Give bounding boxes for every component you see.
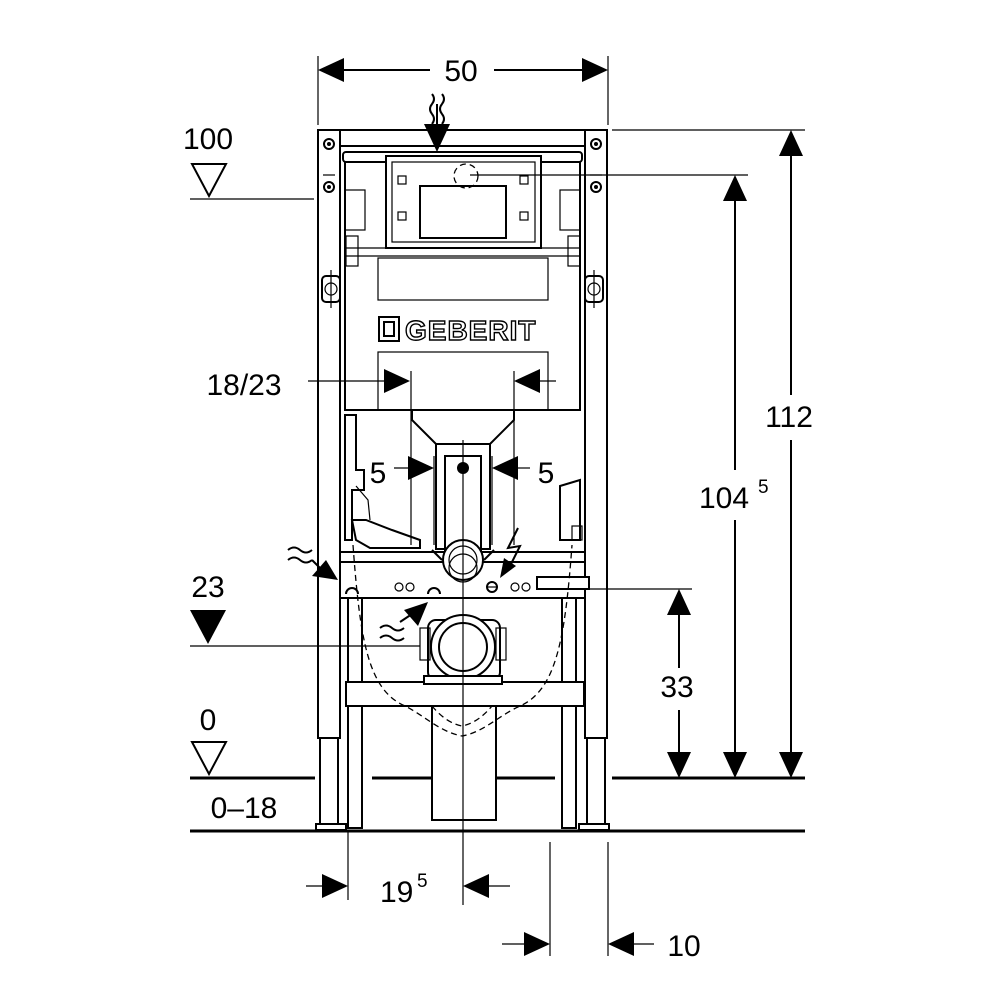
offset-left-label: 5	[370, 457, 387, 490]
geberit-logo: GEBERIT	[378, 314, 536, 347]
tank-height-sup: 5	[758, 477, 769, 498]
level-mid-label: 23	[191, 571, 224, 604]
level-top-label: 100	[183, 123, 233, 156]
floor-range: 0–18	[211, 792, 278, 825]
floor-range-label: 0–18	[211, 792, 278, 825]
dimension-pipe-width: 18/23	[206, 369, 556, 545]
pipe-width-label: 18/23	[206, 369, 281, 402]
level-marker-100: 100	[183, 123, 314, 200]
dimension-frame-width: 50	[317, 55, 609, 125]
waste-height-label: 33	[660, 671, 693, 704]
level-marker-icon	[190, 163, 228, 199]
offset-right-label: 5	[538, 457, 555, 490]
level-floor-label: 0	[200, 704, 217, 737]
dimension-tank-height: 104 5	[470, 174, 769, 778]
frame-width-label: 50	[444, 55, 477, 88]
water-supply-icon	[424, 93, 450, 152]
foot-label: 10	[667, 930, 700, 963]
level-marker-0: 0	[190, 704, 228, 777]
water-inlet-icon-left	[287, 546, 338, 580]
logo-text: GEBERIT	[405, 315, 536, 346]
dimension-total-height: 112	[612, 129, 813, 778]
floor-lines	[190, 776, 805, 833]
level-marker-icon	[190, 741, 228, 777]
frame-posts	[315, 129, 610, 831]
dimension-offsets: 5 5	[370, 440, 555, 905]
tank-height-label: 104	[699, 482, 749, 515]
depth-label: 19	[380, 876, 413, 909]
total-height-label: 112	[765, 401, 813, 434]
electrical-icon	[500, 527, 522, 578]
dimension-waste-height: 33	[545, 588, 694, 778]
depth-sup: 5	[417, 871, 428, 892]
water-inlet-icon-right	[379, 602, 428, 642]
level-marker-icon	[190, 610, 226, 644]
dimension-depth: 19 5	[306, 830, 510, 909]
dimension-foot: 10	[502, 842, 701, 963]
level-marker-23: 23	[190, 571, 420, 647]
cistern	[342, 151, 583, 445]
